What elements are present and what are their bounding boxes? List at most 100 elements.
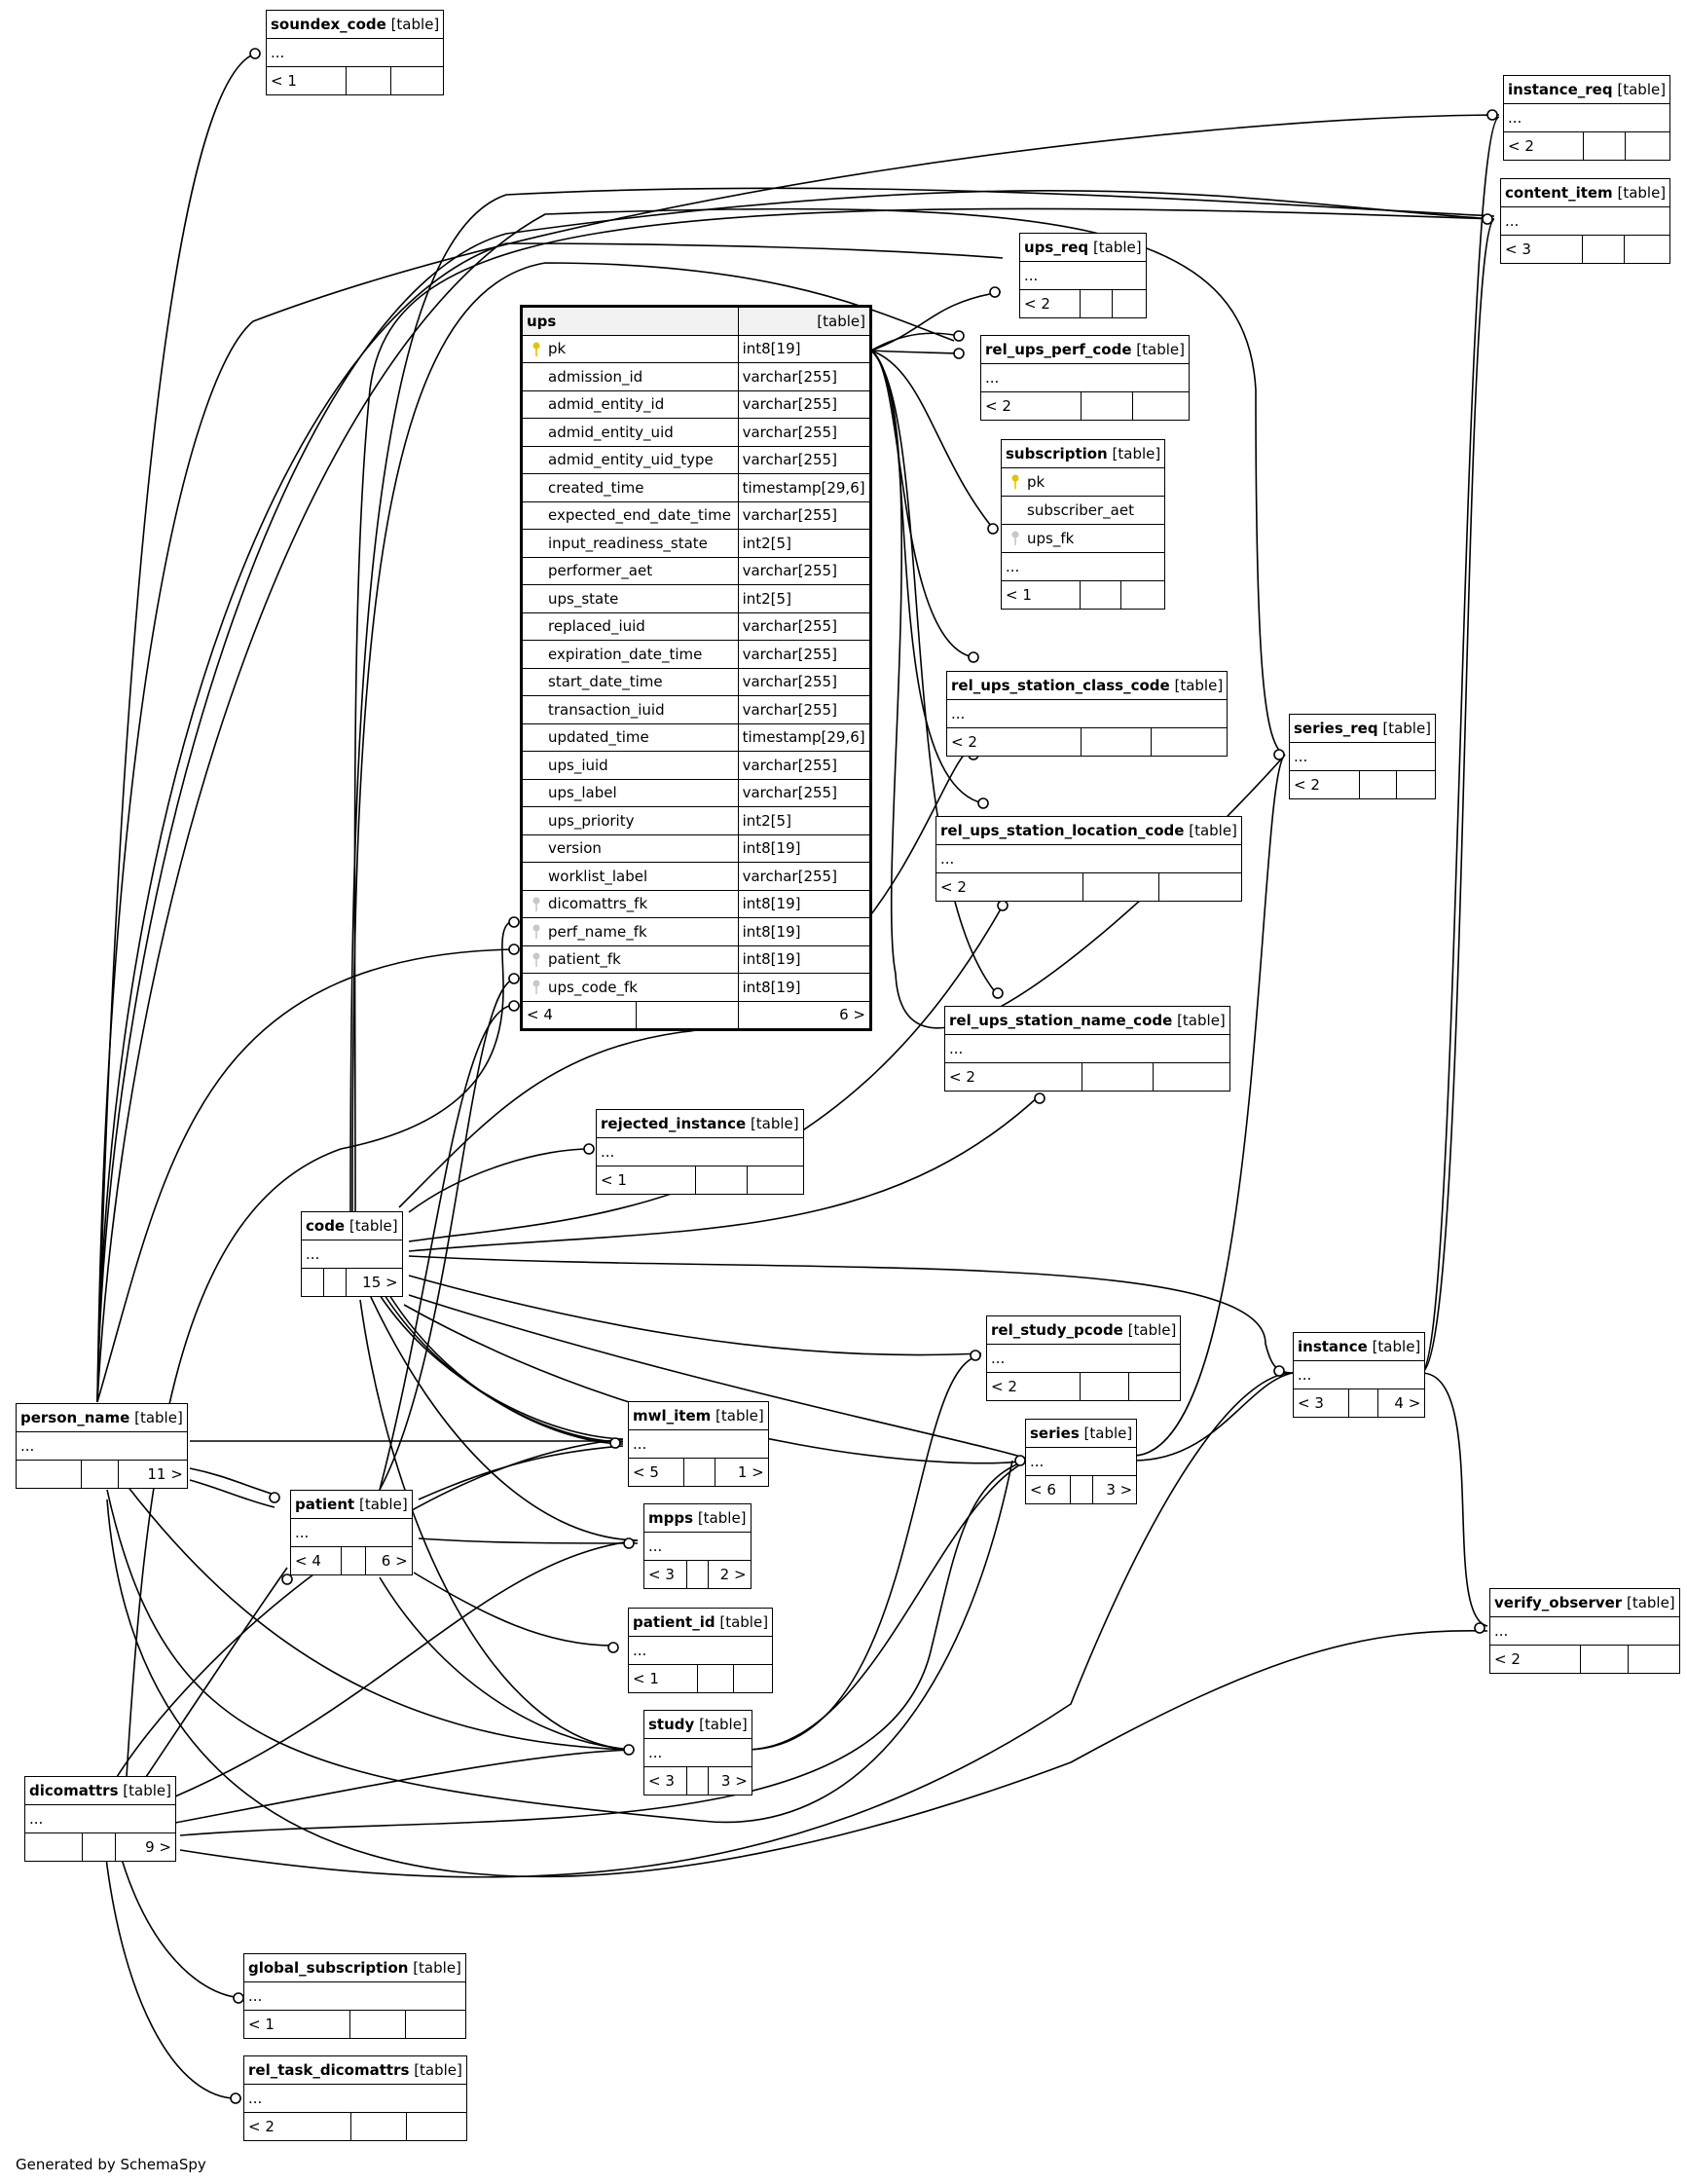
children-count xyxy=(389,66,445,95)
table-subscription[interactable]: subscription [table] pk subscriber_aet u… xyxy=(1000,439,1166,610)
table-ellipsis: ... xyxy=(1489,1616,1680,1646)
relation-line xyxy=(870,350,999,996)
table-tag: [table] xyxy=(1083,1425,1133,1442)
table-rel-ups-station-name-code[interactable]: rel_ups_station_name_code [table] ... < … xyxy=(944,1006,1230,1092)
table-ellipsis: ... xyxy=(290,1518,413,1547)
table-tag: [table] xyxy=(1617,81,1667,98)
table-dicomattrs[interactable]: dicomattrs [table] ... 9 > xyxy=(24,1776,176,1862)
parents-count: < 2 xyxy=(986,1372,1081,1401)
table-verify-observer[interactable]: verify_observer [table] ... < 2 xyxy=(1488,1588,1680,1674)
column-name: perf_name_fk xyxy=(548,922,647,941)
column-type: timestamp[29,6] xyxy=(737,722,872,752)
relation-end-marker xyxy=(1273,1365,1285,1377)
relation-end-marker xyxy=(1474,1622,1485,1634)
relation-line xyxy=(96,948,517,1403)
children-count xyxy=(405,2010,466,2039)
relation-end-marker xyxy=(1034,1092,1045,1104)
table-content-item[interactable]: content_item [table] ... < 3 xyxy=(1499,178,1671,264)
table-rel-ups-perf-code[interactable]: rel_ups_perf_code [table] ... < 2 xyxy=(980,335,1190,421)
children-count xyxy=(1395,770,1437,799)
relation-end-marker xyxy=(623,1537,635,1549)
children-count: 6 > xyxy=(737,1000,872,1030)
parents-count xyxy=(301,1268,324,1297)
relation-line xyxy=(379,1576,634,1751)
relation-line xyxy=(96,242,1004,1403)
column-name: admid_entity_id xyxy=(548,395,665,414)
column-type: varchar[255] xyxy=(737,389,872,419)
relation-end-marker xyxy=(508,916,520,928)
parents-count xyxy=(16,1460,82,1489)
table-name: ups xyxy=(527,312,557,330)
table-name: series_req xyxy=(1294,720,1378,737)
table-tag: [table] xyxy=(750,1115,799,1132)
relation-end-marker xyxy=(1486,109,1498,121)
table-rel-study-pcode[interactable]: rel_study_pcode [table] ... < 2 xyxy=(985,1315,1182,1401)
relation-line xyxy=(96,53,256,1403)
parents-count: < 3 xyxy=(642,1766,688,1795)
table-tag: [table] xyxy=(1112,445,1161,463)
table-ellipsis: ... xyxy=(301,1240,403,1269)
table-rel-ups-station-class-code[interactable]: rel_ups_station_class_code [table] ... <… xyxy=(945,671,1229,757)
relation-end-marker xyxy=(977,797,989,809)
table-name: rel_ups_station_name_code xyxy=(949,1012,1173,1029)
relation-end-marker xyxy=(508,973,520,984)
relation-end-marker xyxy=(609,1437,621,1449)
table-tag: [table] xyxy=(1372,1338,1421,1355)
relation-end-marker xyxy=(989,286,1001,298)
table-ellipsis: ... xyxy=(1000,552,1166,581)
children-count xyxy=(1628,1645,1680,1674)
table-tag: [table] xyxy=(123,1782,171,1799)
relation-end-marker xyxy=(233,1992,244,2004)
table-person-name[interactable]: person_name [table] ... 11 > xyxy=(16,1403,188,1489)
table-patient-id[interactable]: patient_id [table] ... < 1 xyxy=(627,1608,774,1693)
parents-count: < 1 xyxy=(242,2010,351,2039)
relation-end-marker xyxy=(230,2092,241,2104)
column-name: ups_label xyxy=(548,784,617,802)
children-count xyxy=(1624,131,1671,161)
children-count xyxy=(1127,1372,1182,1401)
table-instance-req[interactable]: instance_req [table] ... < 2 xyxy=(1502,75,1671,161)
table-ellipsis: ... xyxy=(945,699,1229,728)
table-ellipsis: ... xyxy=(935,844,1242,873)
column-type: int8[19] xyxy=(737,944,872,974)
parents-count: < 4 xyxy=(289,1546,343,1575)
relation-end-marker xyxy=(968,651,979,663)
column-name: ups_state xyxy=(548,589,619,608)
table-tag: [table] xyxy=(1127,1321,1177,1339)
table-global-subscription[interactable]: global_subscription [table] ... < 1 xyxy=(242,1953,466,2039)
table-rel-task-dicomattrs[interactable]: rel_task_dicomattrs [table] ... < 2 xyxy=(243,2055,467,2141)
table-code[interactable]: code [table] ... 15 > xyxy=(301,1211,403,1297)
relation-end-marker xyxy=(1273,749,1285,760)
relation-line xyxy=(870,350,960,354)
table-ellipsis: ... xyxy=(243,1981,466,2011)
children-count xyxy=(733,1664,774,1693)
table-ellipsis: ... xyxy=(243,2084,467,2113)
children-count: 6 > xyxy=(365,1546,413,1575)
table-rejected-instance[interactable]: rejected_instance [table] ... < 1 xyxy=(595,1109,804,1195)
relation-line xyxy=(870,332,960,352)
table-soundex-code[interactable]: soundex_code [table] ... < 1 xyxy=(265,10,445,95)
relation-line xyxy=(174,1749,634,1824)
relation-line xyxy=(388,1294,624,1445)
table-rel-ups-station-location-code[interactable]: rel_ups_station_location_code [table] ..… xyxy=(935,816,1242,902)
table-ups-req[interactable]: ups_req [table] ... < 2 xyxy=(1018,233,1147,318)
relation-end-marker xyxy=(583,1143,595,1155)
table-series-req[interactable]: series_req [table] ... < 2 xyxy=(1288,714,1437,799)
column-type: varchar[255] xyxy=(737,362,872,391)
table-name: mpps xyxy=(648,1509,694,1527)
column-name: ups_fk xyxy=(1027,530,1075,547)
relation-line xyxy=(179,1372,1294,1878)
table-tag: [table] xyxy=(715,1407,764,1425)
primary-key-icon xyxy=(1011,474,1019,489)
